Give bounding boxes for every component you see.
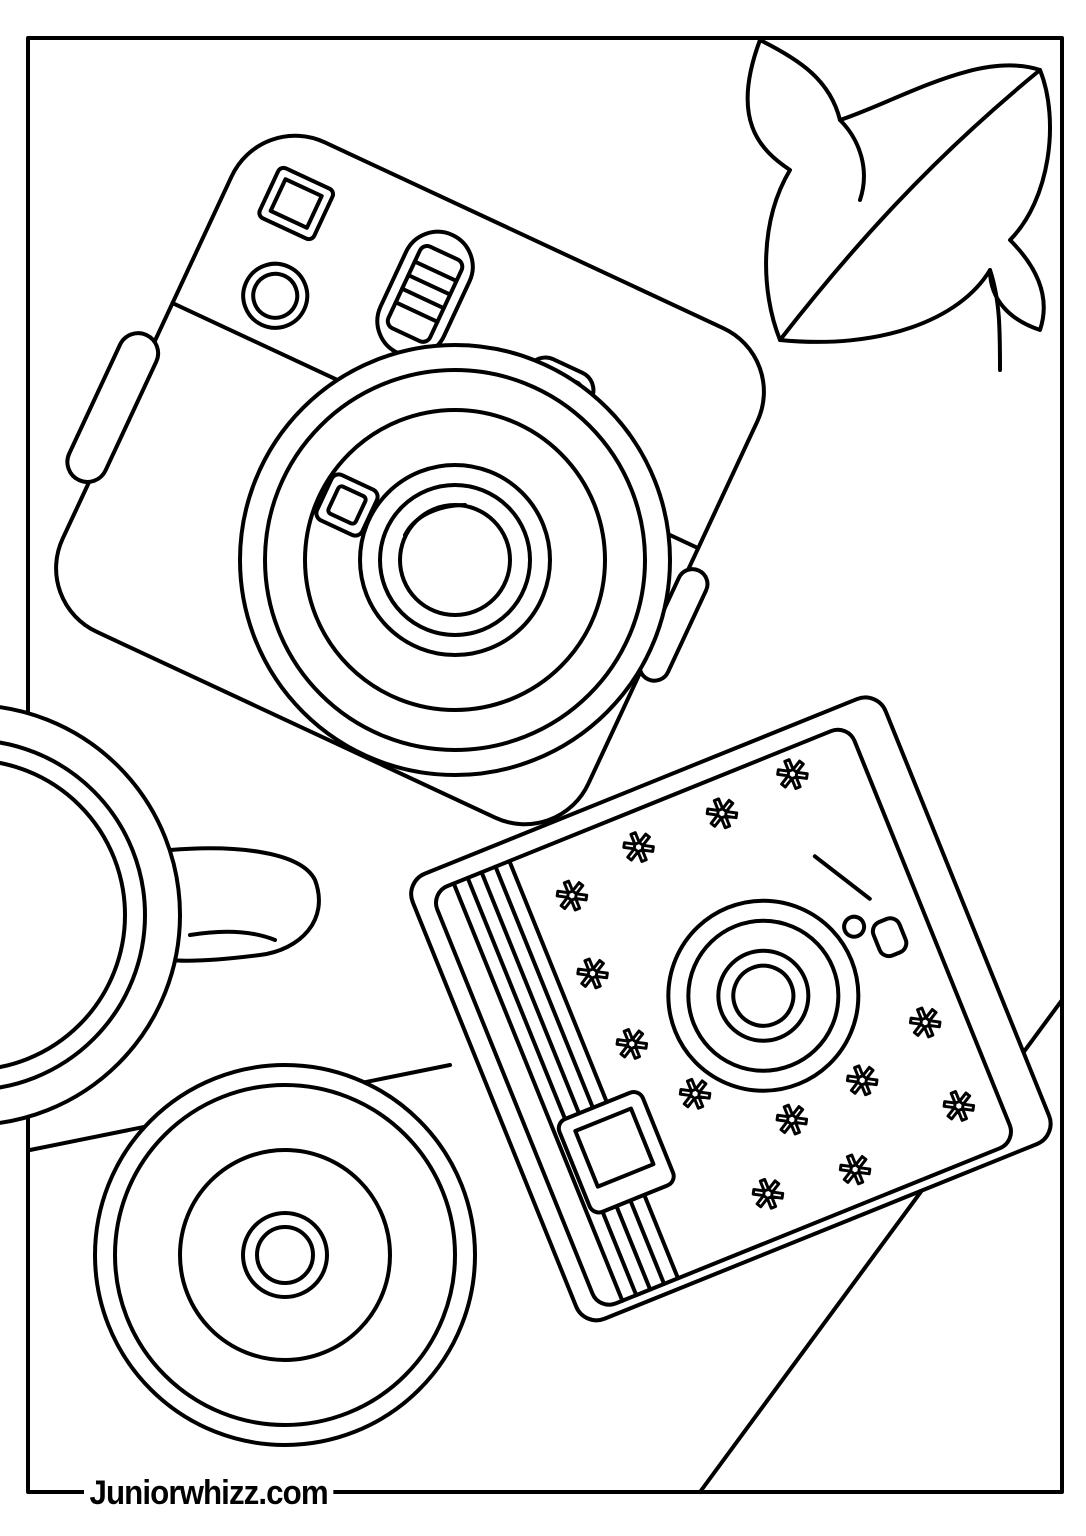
camera-lens <box>238 343 672 777</box>
site-credit: Juniorwhizz.com <box>84 1474 334 1513</box>
retro-camera: ✲ ✲ ✲ ✲ ✲ ✲ ✲ ✲ ✲ ✲ ✲ ✲ ✲ <box>409 695 1053 1323</box>
plant-leaves <box>745 38 1052 372</box>
mug <box>0 705 321 1125</box>
saucer <box>93 1063 477 1447</box>
